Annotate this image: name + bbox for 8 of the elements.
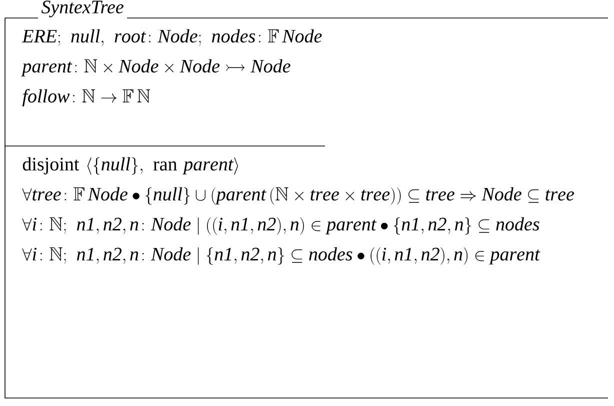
predicate-line: $\forall \mathit{tree}\colon \mathbb{F}\,\mathit{Node}\bullet \{\mathit{null}\}\cup(\mathit{parent}\,(\mathbb{N}\times\mathit{tree}\times\mathit{tree}))\subseteq\mathit{tree}\Rightarrow\mathit{Node}\subseteq\mathit{tree}$ [22,187,574,205]
predicate-line: $\forall \mathit{i}\colon\mathbb{N};\ \mathit{n1},\mathit{n2},\mathit{n}\colon\mathit{Node}\mid((\mathit{i},\mathit{n1},\mathit{n2}),\mathit{n})\in\mathit{parent}\bullet\{\mathit{n1},\mathit{n2},\mathit{n}\}\subseteq\mathit{nodes}$ [22,217,540,235]
predicate-line: $\mathrm{disjoint}\ \langle\{\mathit{null}\},\ \mathrm{ran}\ \mathit{parent}\rangle$ [22,157,238,175]
schema-title: SyntexTree [41,0,124,18]
declaration-line: $\mathit{ERE};\ \mathit{null},\ \mathit{root}\colon \mathit{Node};\ \mathit{nodes}\colon \mathbb{F}\,\mathit{Node}$ [22,29,322,46]
predicate-line: $\forall \mathit{i}\colon\mathbb{N};\ \mathit{n1},\mathit{n2},\mathit{n}\colon\mathit{Node}\mid\{\mathit{n1},\mathit{n2},\mathit{n}\}\subseteq\mathit{nodes}\bullet((\mathit{i},\mathit{n1},\mathit{n2}),\mathit{n})\in\mathit{parent}$ [22,247,540,265]
declaration-line: $\mathit{parent}\colon \mathbb{N}\times\mathit{Node}\times\mathit{Node}\rightarrowtail\mathit{Node}$ [21,59,290,76]
declaration-line: $\mathit{follow}\colon \mathbb{N}\rightarrow\mathbb{F}\,\mathbb{N}$ [22,89,150,106]
